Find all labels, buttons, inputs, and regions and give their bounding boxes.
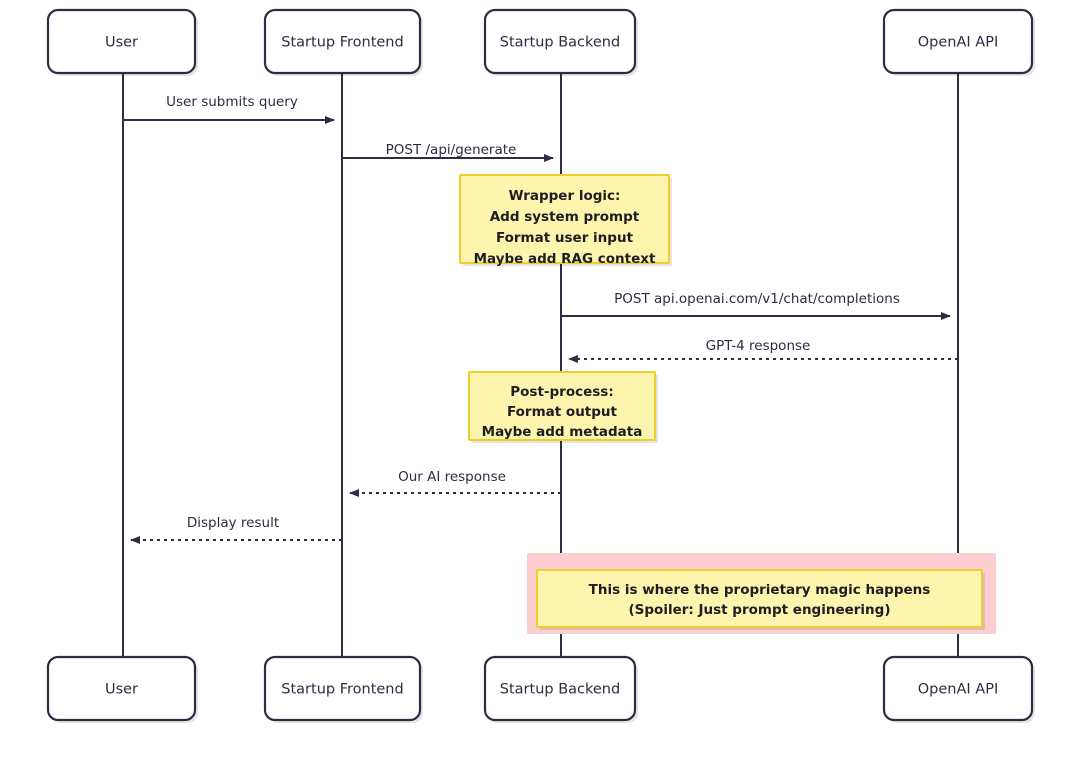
note-wrapper-logic[interactable]: Wrapper logic: Add system prompt Format … [459, 174, 672, 267]
actor-label-user-bottom: User [105, 682, 138, 698]
note-wrapper-logic-line-1: Wrapper logic: [509, 188, 621, 204]
note-proprietary-magic-line-2: (Spoiler: Just prompt engineering) [628, 602, 890, 618]
actor-label-user-top: User [105, 35, 138, 51]
actor-box-openai-bottom[interactable]: OpenAI API [882, 655, 1035, 723]
actor-label-openai-bottom: OpenAI API [918, 682, 998, 698]
message-our-ai-response[interactable]: Our AI response [349, 469, 561, 497]
note-wrapper-logic-line-2: Add system prompt [490, 209, 640, 225]
message-post-openai-completions[interactable]: POST api.openai.com/v1/chat/completions [561, 291, 951, 320]
note-post-process-box [468, 371, 656, 441]
actor-box-user-bottom[interactable]: User [46, 655, 198, 723]
actor-boxes-bottom: User Startup Frontend Startup Backend Op… [46, 655, 1035, 723]
note-proprietary-magic[interactable]: This is where the proprietary magic happ… [536, 569, 985, 630]
message-gpt4-response[interactable]: GPT-4 response [568, 338, 958, 363]
note-post-process[interactable]: Post-process: Format output Maybe add me… [468, 371, 658, 443]
message-display-result[interactable]: Display result [130, 515, 342, 544]
actor-label-backend-bottom: Startup Backend [500, 682, 620, 698]
message-label-display-result: Display result [187, 515, 279, 531]
actor-label-frontend-bottom: Startup Frontend [281, 682, 403, 698]
actor-label-backend-top: Startup Backend [500, 35, 620, 51]
note-post-process-line-3: Maybe add metadata [482, 424, 643, 440]
actor-label-frontend-top: Startup Frontend [281, 35, 403, 51]
message-label-post-api-generate: POST /api/generate [386, 142, 517, 158]
note-wrapper-logic-line-3: Format user input [496, 230, 634, 246]
note-wrapper-logic-line-4: Maybe add RAG context [474, 251, 656, 267]
actor-box-frontend-bottom[interactable]: Startup Frontend [263, 655, 423, 723]
actor-box-frontend-top[interactable]: Startup Frontend [263, 8, 423, 76]
actor-label-openai-top: OpenAI API [918, 35, 998, 51]
message-label-our-ai-response: Our AI response [398, 469, 506, 485]
message-label-gpt4-response: GPT-4 response [706, 338, 811, 354]
actor-box-backend-bottom[interactable]: Startup Backend [483, 655, 638, 723]
note-proprietary-magic-box [536, 569, 983, 628]
note-wrapper-logic-box [459, 174, 670, 264]
message-user-submits-query[interactable]: User submits query [123, 94, 335, 124]
actor-box-user-top[interactable]: User [46, 8, 198, 76]
message-label-user-submits-query: User submits query [166, 94, 298, 110]
actor-boxes-top: User Startup Frontend Startup Backend Op… [46, 8, 1035, 76]
actor-box-backend-top[interactable]: Startup Backend [483, 8, 638, 76]
note-post-process-line-2: Format output [507, 404, 618, 420]
message-label-post-openai-completions: POST api.openai.com/v1/chat/completions [614, 291, 900, 307]
note-post-process-line-1: Post-process: [510, 384, 614, 400]
actor-box-openai-top[interactable]: OpenAI API [882, 8, 1035, 76]
note-proprietary-magic-line-1: This is where the proprietary magic happ… [589, 582, 931, 598]
message-post-api-generate[interactable]: POST /api/generate [342, 142, 554, 162]
